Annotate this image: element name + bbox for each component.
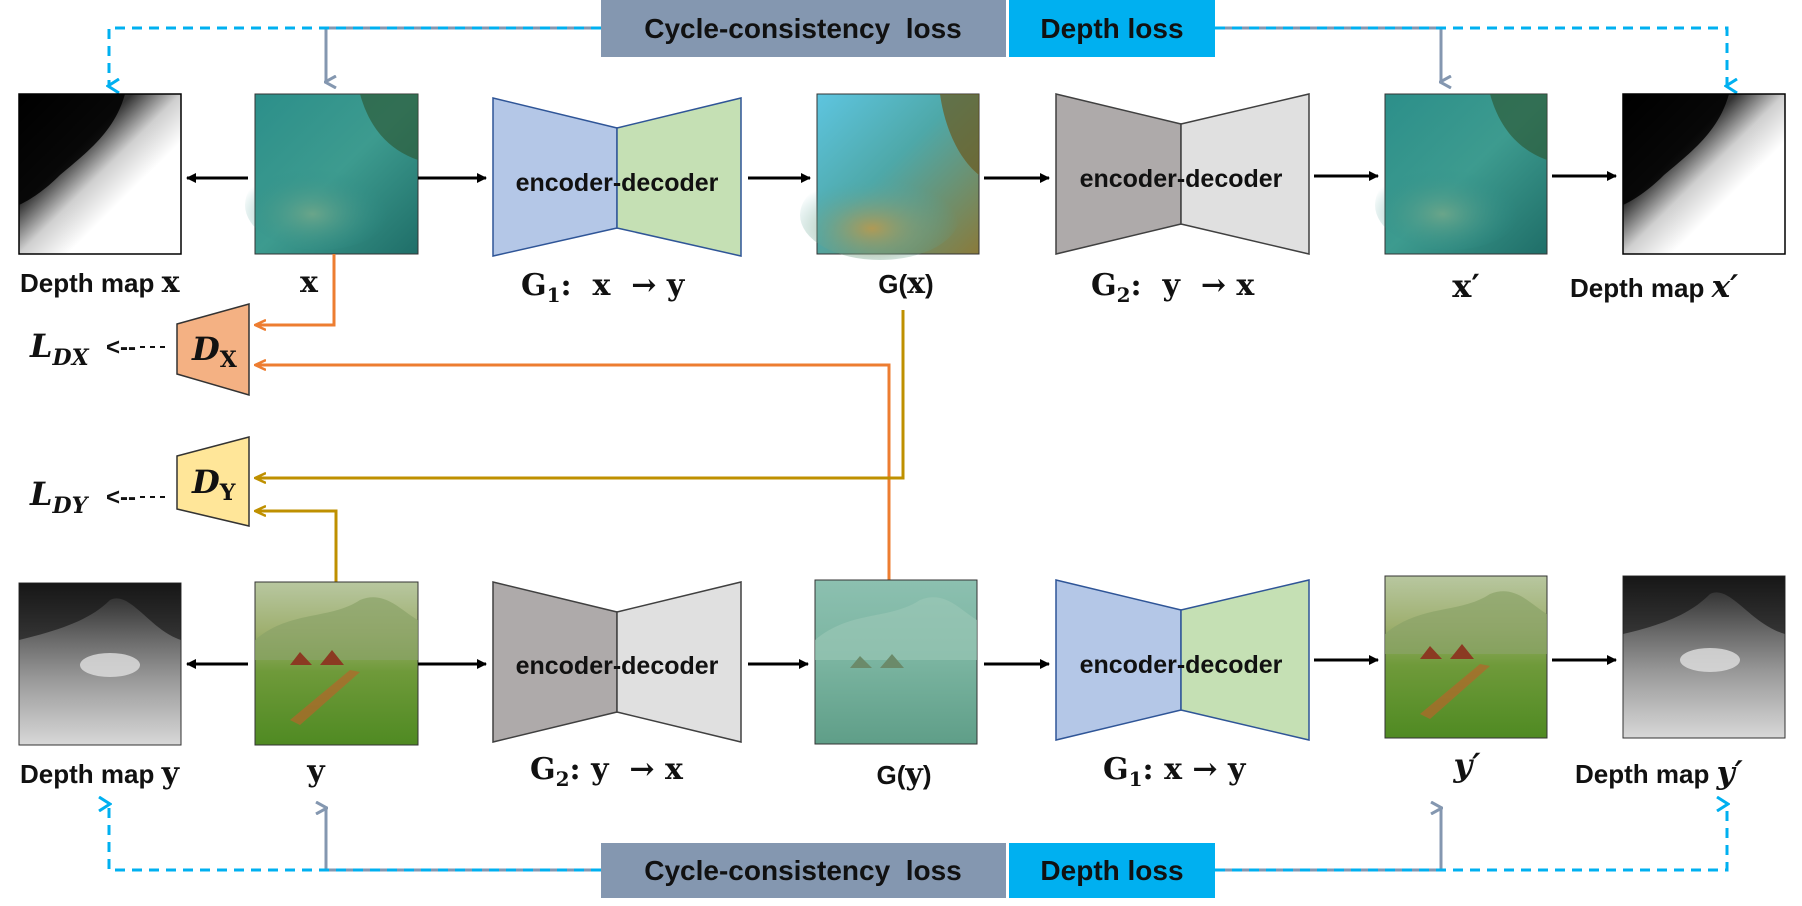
bottom-loss-bar: Cycle-consistency loss Depth loss <box>601 843 1215 898</box>
g1-bottom-decoder <box>1180 579 1310 741</box>
bottom-cycle-arrow-to-yprime <box>1215 808 1441 872</box>
bottom-depth-arrow-left <box>109 804 601 872</box>
x-label: x <box>300 265 319 300</box>
bottom-depth-arrow-right <box>1215 804 1727 872</box>
depth-map-x-prime-image <box>1622 93 1786 255</box>
gold-y-to-dy <box>256 511 338 582</box>
depth-map-y-prime-image <box>1622 575 1786 739</box>
svg-text:DY: DY <box>191 463 236 506</box>
x-image <box>245 93 419 255</box>
top-cycle-loss-label: Cycle-consistency loss <box>644 13 961 44</box>
bottom-depth-loss-label: Depth loss <box>1040 855 1183 886</box>
g2-bottom-block-label: encoder-decoder <box>516 652 719 680</box>
ldy-dashed-arrow: <-- <box>106 484 136 511</box>
ldx-dashed-arrow: <-- <box>106 334 136 361</box>
g2-top-label: G2: y → x <box>1091 268 1255 307</box>
g2-top-generator: encoder-decoder <box>1055 93 1310 255</box>
g1-top-block-label: encoder-decoder <box>516 169 719 197</box>
g1-bottom-label: G1: x → y <box>1103 752 1247 791</box>
top-cycle-arrow-to-x <box>326 26 601 82</box>
orange-gy-to-dx <box>256 365 891 580</box>
svg-text:DX: DX <box>191 330 238 373</box>
x-prime-image <box>1375 93 1548 255</box>
discriminator-dy: DY <box>176 436 250 527</box>
top-depth-arrow-right <box>1215 26 1727 86</box>
bottom-cycle-loss-label: Cycle-consistency loss <box>644 855 961 886</box>
bottom-cycle-loss-box <box>601 843 1006 898</box>
g2-top-block-label: encoder-decoder <box>1080 165 1283 193</box>
discriminator-dx: DX <box>176 303 250 396</box>
g2-bottom-decoder <box>616 581 742 743</box>
gx-image <box>800 93 980 260</box>
top-depth-loss-box <box>1009 0 1215 57</box>
bottom-cycle-arrow-to-y <box>326 808 601 872</box>
top-depth-arrow-left <box>109 26 601 86</box>
ldy-loss-label: LDY <box>29 475 90 519</box>
y-prime-image <box>1384 575 1548 739</box>
g1-top-label: G1: x → y <box>521 268 686 307</box>
ldx-loss-label: LDX <box>29 327 90 371</box>
top-cycle-arrow-to-xprime <box>1215 26 1441 82</box>
g2-bottom-label: G2: y → x <box>530 752 684 791</box>
orange-x-to-dx <box>256 254 336 325</box>
gx-label: G(x) <box>878 266 933 301</box>
top-depth-loss-label: Depth loss <box>1040 13 1183 44</box>
g1-bottom-generator: encoder-decoder <box>1055 579 1310 741</box>
depth-map-x-label: Depth map x <box>20 265 181 300</box>
bottom-depth-loss-box <box>1009 843 1215 898</box>
gold-gx-to-dy <box>256 310 905 478</box>
gy-label: G(y) <box>877 757 932 792</box>
depth-map-y-prime-label: Depth map y′ <box>1575 755 1743 791</box>
y-image <box>254 581 419 746</box>
depth-map-y-image <box>18 582 182 746</box>
y-label: y <box>306 754 326 789</box>
g2-top-decoder <box>1180 93 1310 255</box>
top-cycle-loss-box <box>601 0 1006 57</box>
gy-image <box>814 579 978 745</box>
g1-top-decoder <box>616 97 742 257</box>
top-loss-bar: Cycle-consistency loss Depth loss <box>601 0 1215 57</box>
depth-map-x-image <box>18 93 182 255</box>
depth-map-x-prime-label: Depth map x′ <box>1570 269 1738 305</box>
g2-bottom-generator: encoder-decoder <box>492 581 742 743</box>
depth-map-y-label: Depth map y <box>20 756 181 791</box>
g1-bottom-block-label: encoder-decoder <box>1080 651 1283 679</box>
g1-top-generator: encoder-decoder <box>492 97 742 257</box>
x-prime-label: x′ <box>1452 267 1480 305</box>
y-prime-label: y′ <box>1452 746 1481 784</box>
